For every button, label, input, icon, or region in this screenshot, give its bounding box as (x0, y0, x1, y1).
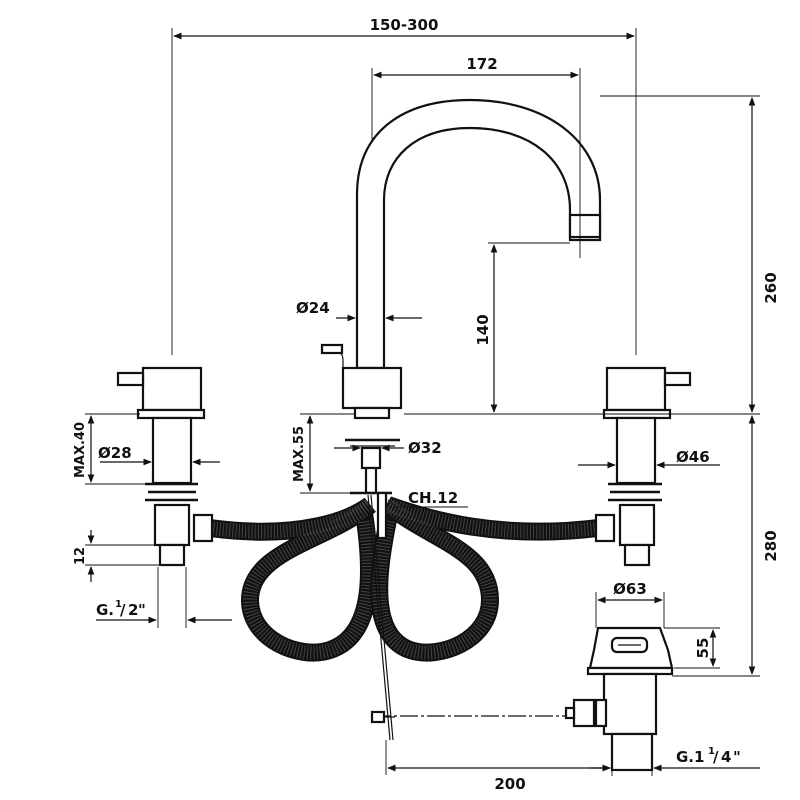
drain-body (602, 672, 658, 736)
label-drain-connection-prefix: G.1 (676, 748, 704, 766)
right-handle-valve (594, 366, 692, 567)
drain-tailpiece (610, 732, 654, 772)
label-pop-up-rod: 200 (494, 775, 525, 793)
label-spout-diameter: Ø24 (296, 299, 330, 317)
spout (320, 98, 602, 410)
label-spout-reach: 172 (466, 55, 497, 73)
label-handle-base-diameter: Ø46 (676, 448, 710, 466)
label-max-55: MAX.55 (292, 426, 307, 482)
label-spout-clearance: 140 (474, 314, 492, 345)
right-hose-nut (594, 513, 616, 543)
left-handle-knob (141, 366, 203, 412)
left-handle-valve (116, 366, 214, 567)
spout-neck (355, 98, 602, 370)
label-spread: 150-300 (370, 16, 439, 34)
label-connection-num: 1 (115, 599, 122, 610)
label-spout-height: 260 (762, 272, 780, 303)
left-valve-tail (153, 503, 191, 547)
label-max-40: MAX.40 (73, 422, 88, 478)
right-valve-tail (618, 503, 656, 547)
spout-base (341, 366, 403, 410)
label-drain-connection-den: 4 (721, 748, 731, 766)
pop-up-drain (370, 626, 674, 772)
right-handle-lever (663, 371, 692, 387)
label-tail-length: 12 (73, 547, 88, 565)
left-handle-lever (116, 371, 145, 387)
label-connection: G. 1 / 2 " (96, 599, 146, 619)
left-hose-nut (192, 513, 214, 543)
spout-lever (325, 349, 344, 378)
label-drain-diameter: Ø63 (613, 580, 647, 598)
label-connection-den: 2 (128, 601, 138, 619)
center-deck-fixing (345, 406, 400, 741)
flexible-hoses (201, 496, 607, 662)
dimension-lines (85, 28, 760, 776)
label-drain-connection-suffix: " (733, 748, 741, 766)
dimension-labels: 150-300 172 260 140 Ø24 MAX.40 Ø28 MAX.5… (73, 16, 780, 793)
left-handle-escutcheon (136, 408, 206, 420)
label-drain-connection: G.1 1 / 4 " (676, 746, 741, 766)
label-wrench: CH.12 (408, 489, 458, 507)
right-valve-body (615, 416, 657, 485)
label-base-diameter: Ø32 (408, 439, 442, 457)
label-handle-diameter: Ø28 (98, 444, 132, 462)
label-connection-slash: / (120, 601, 126, 619)
label-drain-connection-num: 1 (708, 746, 715, 757)
left-valve-body (151, 416, 193, 485)
hose-right-texture (372, 498, 599, 660)
label-drain-connection-slash: / (713, 748, 719, 766)
spout-aerator (568, 213, 602, 239)
label-below-deck: 280 (762, 530, 780, 561)
label-connection-suffix: " (138, 601, 146, 619)
hose-left-texture (209, 499, 377, 660)
label-connection-prefix: G. (96, 601, 114, 619)
right-handle-knob (605, 366, 667, 412)
label-drain-height: 55 (694, 638, 712, 659)
spout-lever-tip (320, 343, 344, 355)
